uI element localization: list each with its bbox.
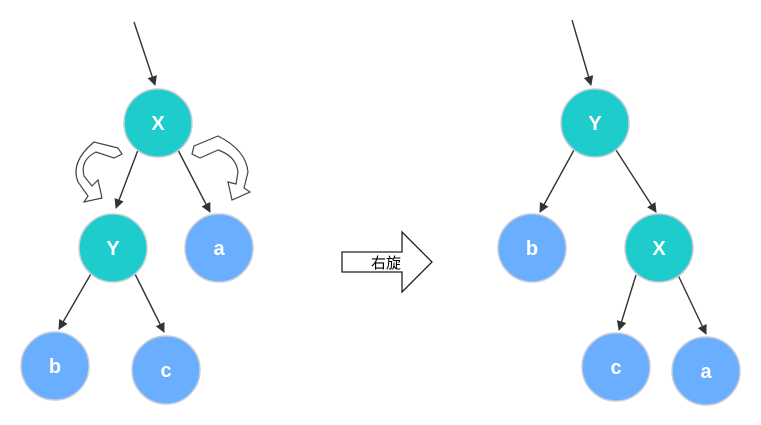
svg-text:b: b [526,238,538,260]
tree-node-c: c [131,335,201,405]
curved-arrow-icon [75,141,123,203]
incoming-edge-after [571,19,594,86]
curved-arrow-icon [191,135,252,201]
svg-text:Y: Y [588,113,602,135]
tree-node-x-after: X [624,213,694,283]
after-tree: Y b X c a [497,19,741,406]
svg-text:X: X [151,113,165,135]
tree-node-b: b [20,331,90,401]
edge-x-to-y [114,149,139,209]
edge-x-to-a [177,149,211,213]
edge-x-to-c-after [616,274,637,331]
edge-x-to-a-after [677,274,707,335]
rotation-label: 右旋 [371,255,401,272]
tree-node-y-root: Y [560,88,630,158]
edge-y-to-x-after [615,149,657,213]
svg-text:a: a [213,238,225,260]
tree-node-a: a [184,213,254,283]
svg-text:X: X [652,238,666,260]
edge-y-to-b-after [539,149,575,213]
svg-text:c: c [610,357,621,379]
right-arrow-icon: 右旋 [341,230,433,294]
svg-text:b: b [49,356,61,378]
edge-y-to-c [133,271,165,333]
tree-node-y: Y [78,213,148,283]
tree-node-c-after: c [581,332,651,402]
tree-node-a-after: a [671,336,741,406]
tree-node-x-root: X [123,88,193,158]
svg-text:a: a [700,361,712,383]
svg-text:Y: Y [106,238,120,260]
incoming-edge-before [133,21,157,86]
before-tree: X Y a b c [20,21,254,405]
tree-node-b-after: b [497,213,567,283]
edge-y-to-b [58,271,93,330]
svg-text:c: c [160,360,171,382]
